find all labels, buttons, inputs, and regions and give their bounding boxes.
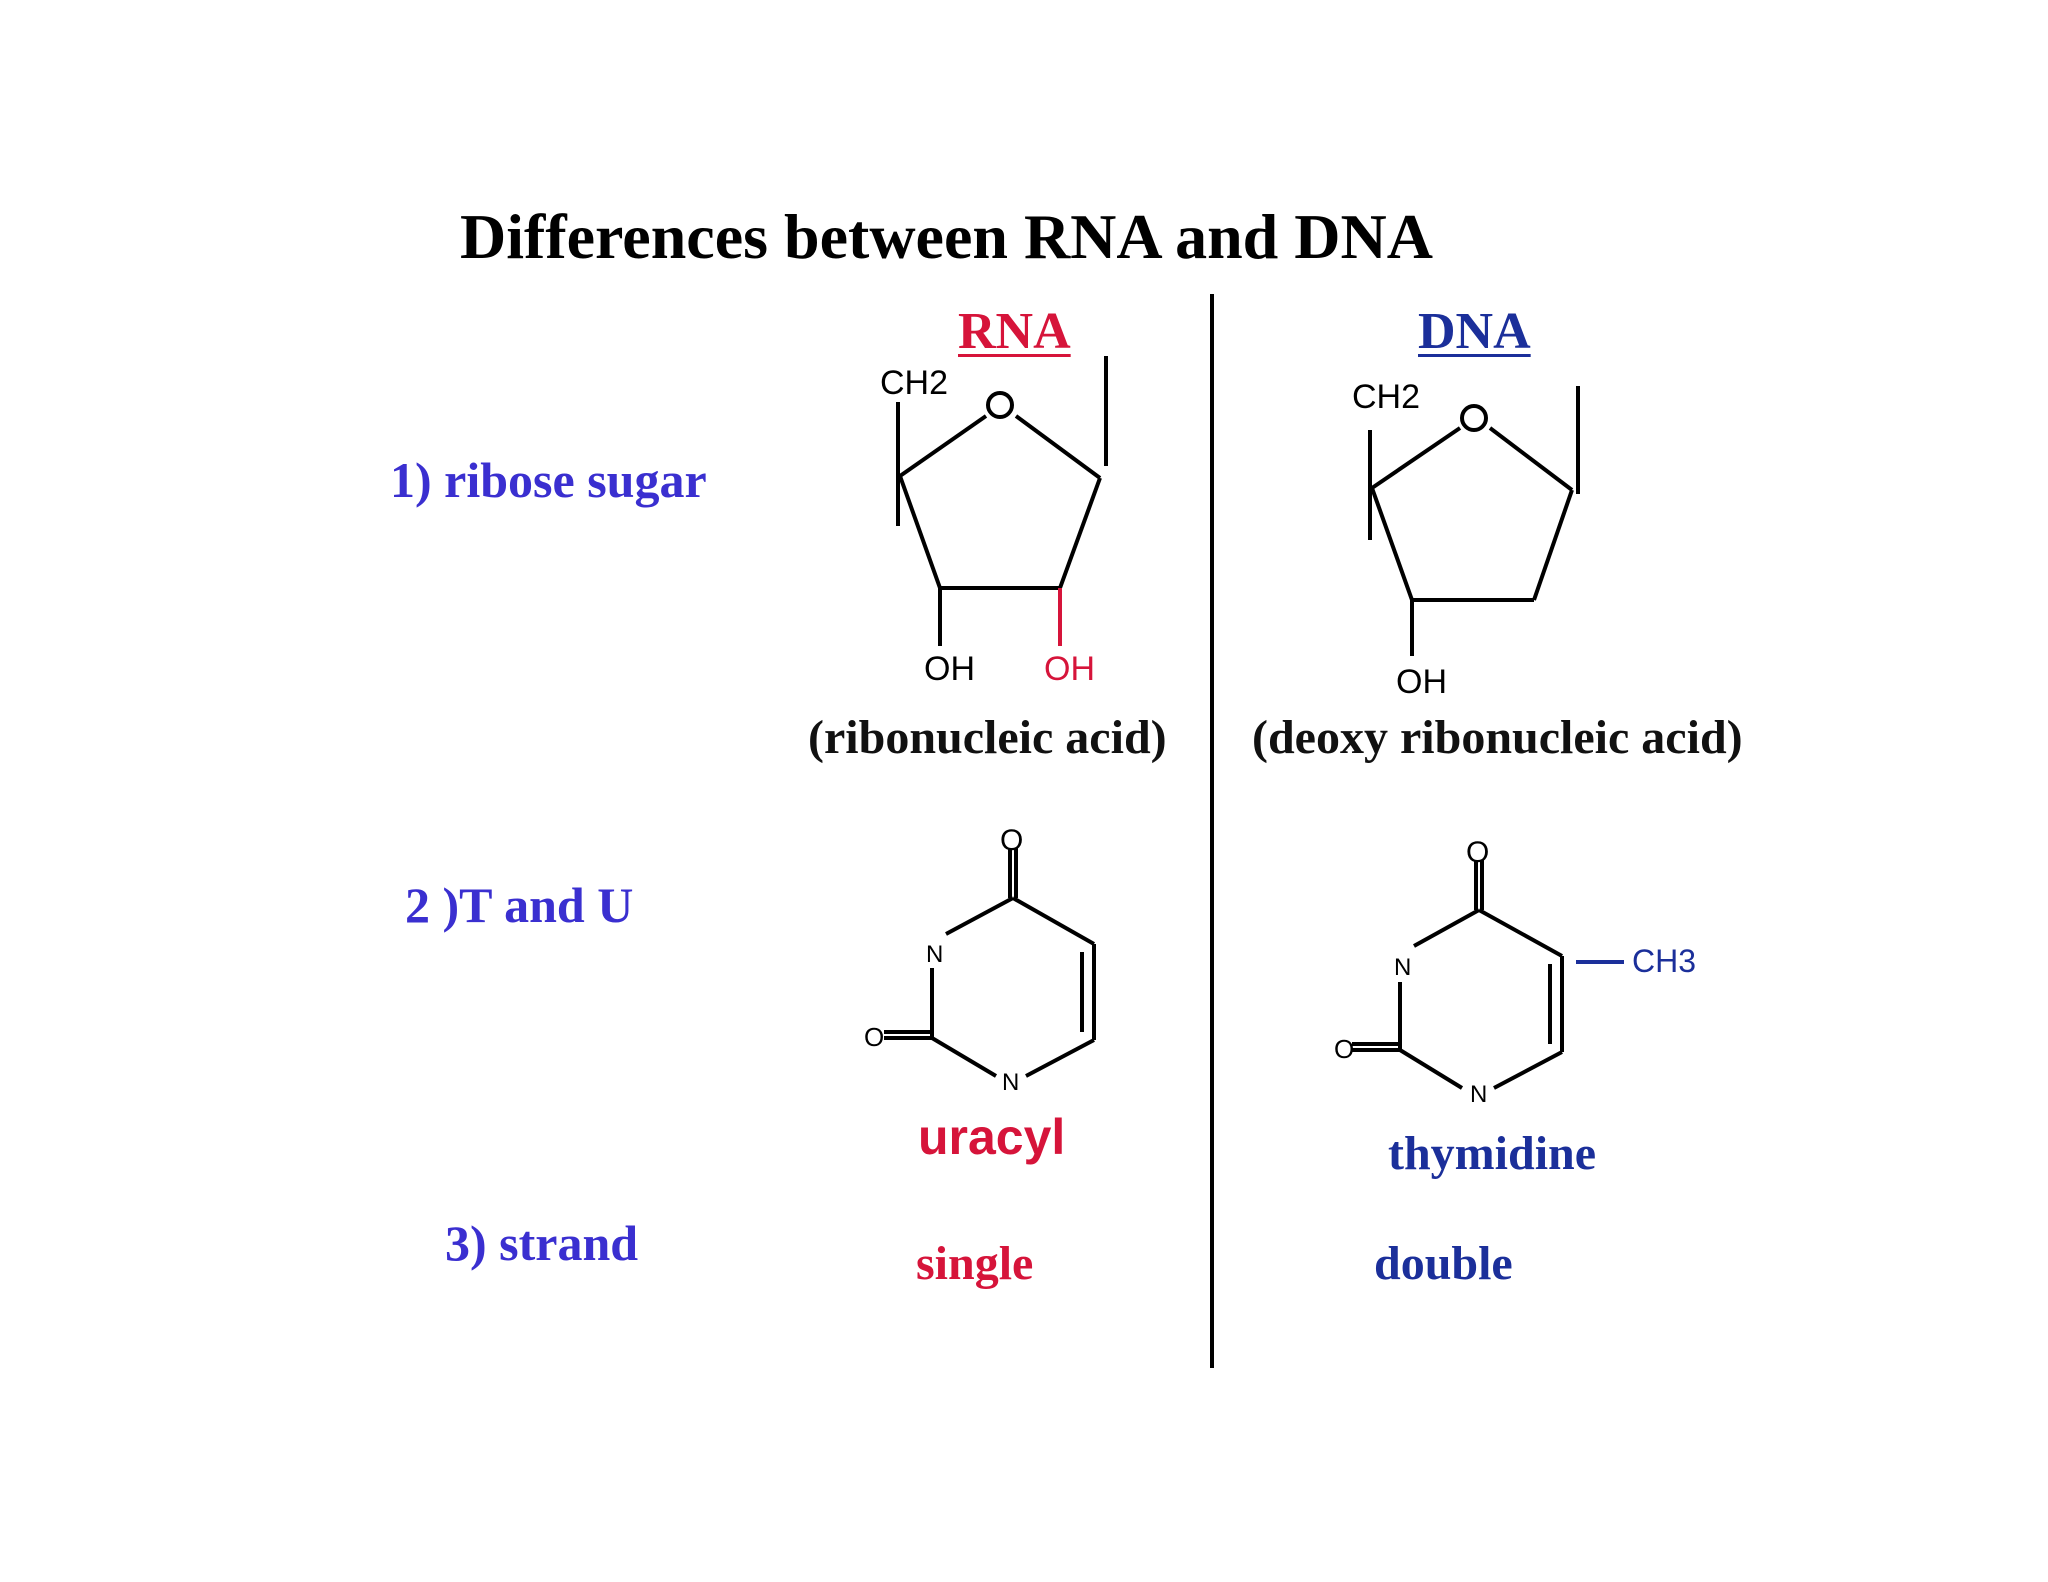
thymine-o-left: O xyxy=(1334,1034,1354,1064)
thymine-n3: N xyxy=(1470,1081,1487,1108)
rna-oh-right-label: OH xyxy=(1044,650,1095,688)
uracil-n1: N xyxy=(926,941,943,968)
dna-sugar-caption: (deoxy ribonucleic acid) xyxy=(1252,711,1743,764)
rna-column-header: RNA xyxy=(958,303,1071,360)
uracil-o-top: O xyxy=(1000,824,1023,857)
rna-ch2-label: CH2 xyxy=(880,364,948,402)
rna-strand-value: single xyxy=(916,1237,1034,1290)
rna-sugar-caption: (ribonucleic acid) xyxy=(808,711,1167,764)
uracil-n3: N xyxy=(1002,1069,1019,1096)
dna-ch2-label: CH2 xyxy=(1352,378,1420,416)
row-label-t-and-u: 2 )T and U xyxy=(405,877,634,933)
rna-ribose-structure xyxy=(896,356,1108,646)
uracil-o-left: O xyxy=(864,1022,884,1052)
dna-deoxyribose-structure xyxy=(1368,386,1580,656)
dna-base-name: thymidine xyxy=(1388,1127,1597,1180)
row-label-ribose-sugar: 1) ribose sugar xyxy=(390,452,707,508)
rna-base-name: uracyl xyxy=(918,1109,1066,1165)
thymine-ch3-label: CH3 xyxy=(1632,943,1696,979)
rna-oh-left-label: OH xyxy=(924,650,975,688)
thymine-n1: N xyxy=(1394,954,1411,981)
row-label-strand: 3) strand xyxy=(445,1215,639,1271)
dna-strand-value: double xyxy=(1374,1237,1513,1290)
thymine-structure xyxy=(1352,860,1624,1090)
dna-column-header: DNA xyxy=(1418,303,1531,360)
dna-oh-label: OH xyxy=(1396,663,1447,701)
thymine-o-top: O xyxy=(1466,836,1489,869)
uracil-structure xyxy=(884,848,1096,1078)
slide-title: Differences between RNA and DNA xyxy=(460,201,1433,272)
